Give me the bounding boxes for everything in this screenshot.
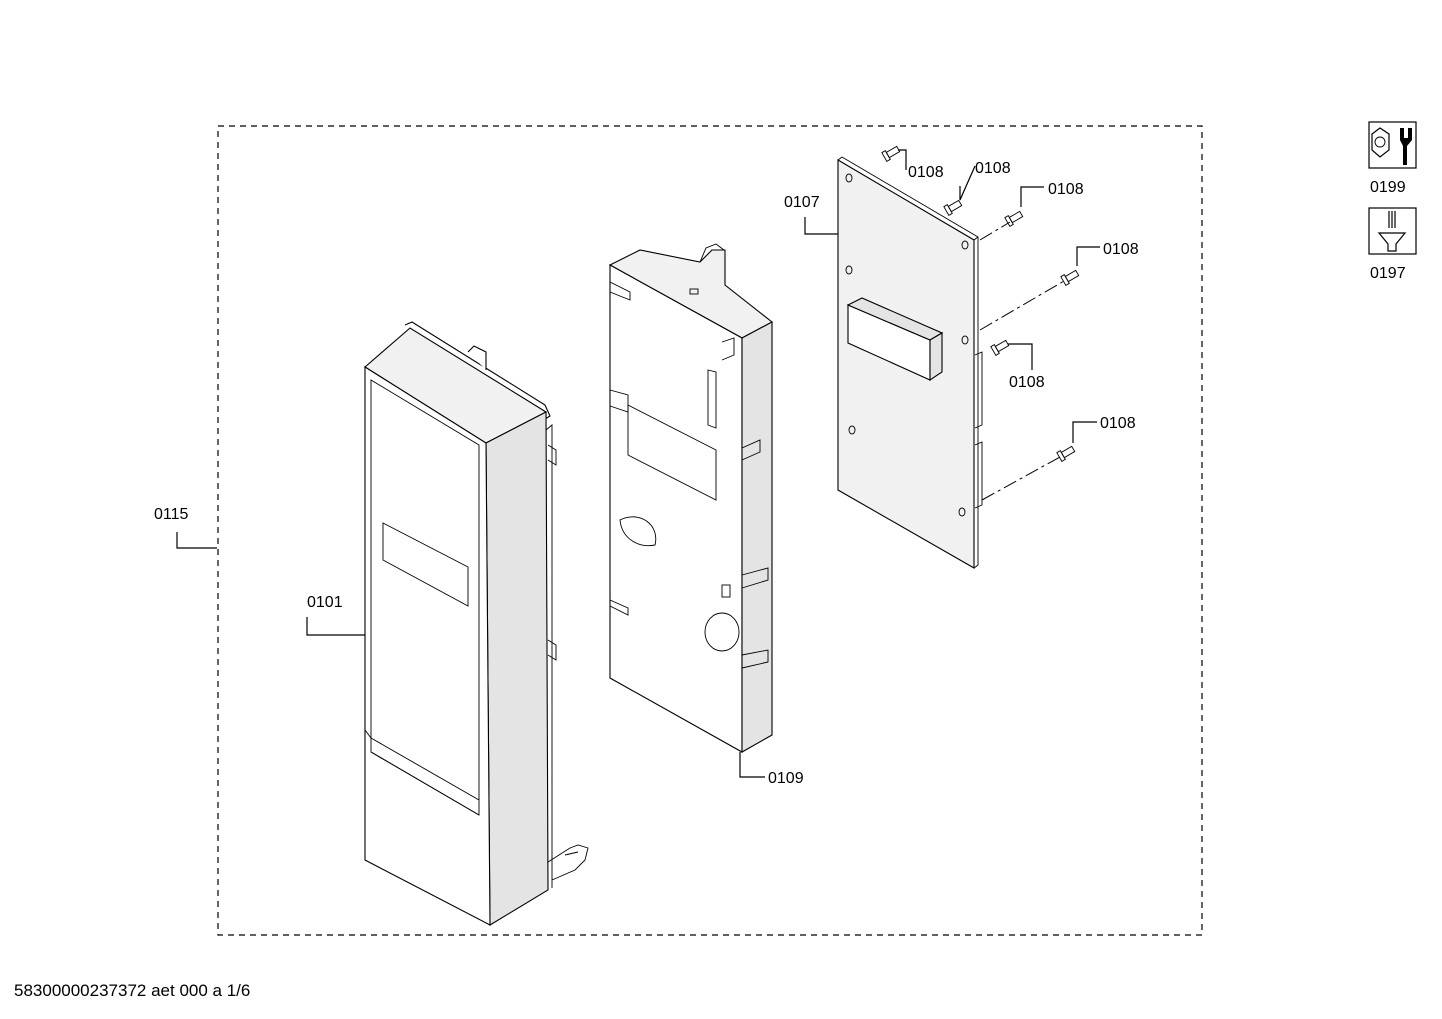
screw-4 [1060,269,1080,286]
callout-0115: 0115 [154,506,189,523]
callout-0101: 0101 [307,594,343,611]
callout-0108-b: 0108 [975,160,1011,177]
screw-1 [881,145,901,162]
screws [881,145,1080,501]
screw-3 [1004,210,1024,227]
screw-5 [990,339,1010,356]
assembly-boundary [217,125,1203,936]
callout-0108-e: 0108 [1009,374,1045,391]
screw-2 [943,199,963,216]
callout-0108-f: 0108 [1100,415,1136,432]
wrench-nut-icon [1368,121,1417,169]
leader-lines [176,149,1100,778]
legend-code-0197: 0197 [1370,265,1406,282]
circuit-board-part [837,156,983,569]
callout-0108-a: 0108 [908,164,944,181]
callout-0108-c: 0108 [1048,181,1084,198]
bracket-part [608,243,774,753]
legend-code-0199: 0199 [1370,179,1406,196]
screw-6 [1056,445,1076,462]
document-id: 58300000237372 aet 000 a 1/6 [14,981,251,1000]
callout-0108-d: 0108 [1103,241,1139,258]
callout-0107: 0107 [784,194,820,211]
front-panel-part [364,321,589,926]
screwdriver-icon [1368,207,1417,255]
callout-0109: 0109 [768,770,804,787]
